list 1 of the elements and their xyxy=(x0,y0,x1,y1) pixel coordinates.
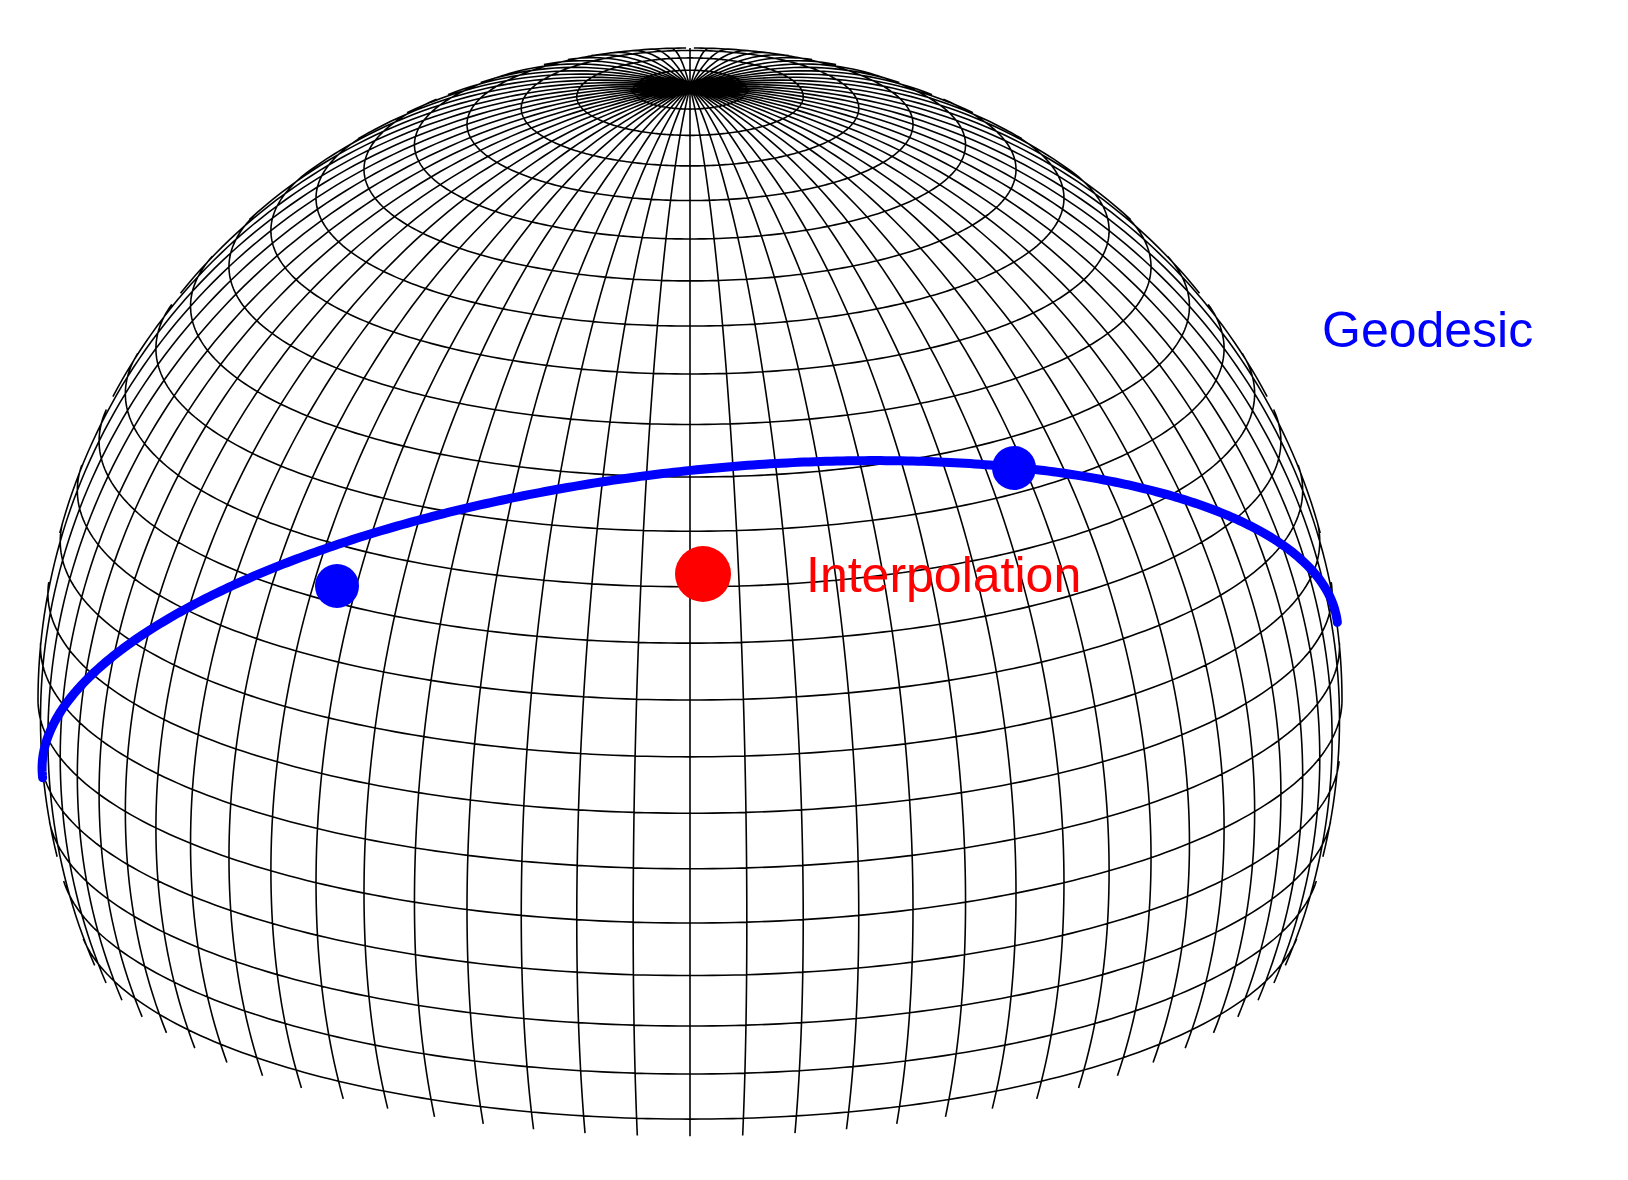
curve-label: Geodesic xyxy=(1322,305,1534,355)
